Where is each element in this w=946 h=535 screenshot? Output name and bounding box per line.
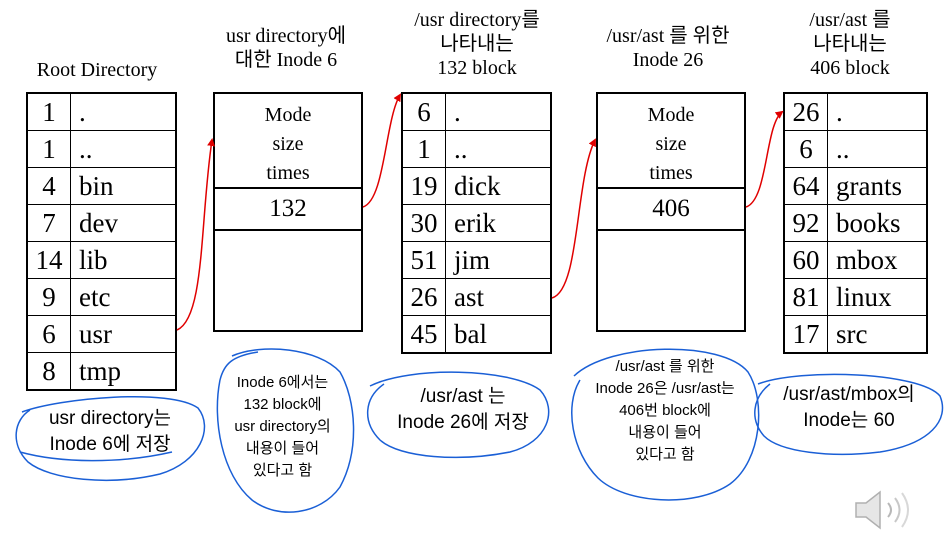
usr-block-inode-number: 26 bbox=[401, 278, 446, 316]
annotation-circle-4 bbox=[571, 348, 760, 501]
usr-block-row: 6. bbox=[401, 92, 552, 131]
root-directory-inode-number: 7 bbox=[26, 204, 71, 242]
note-inode-6-points-block-132: Inode 6에서는 132 block에 usr directory의 내용이… bbox=[234, 374, 331, 479]
usr-block-entry-name: .. bbox=[445, 130, 552, 168]
usr-block-entry-name: ast bbox=[445, 278, 552, 316]
root-directory-inode-number: 9 bbox=[26, 278, 71, 316]
inode-26-metadata: Mode size times bbox=[598, 94, 744, 189]
inode-6-box: Mode size times 132 bbox=[213, 92, 363, 332]
speaker-icon[interactable] bbox=[852, 488, 918, 532]
annotation-circle-5 bbox=[754, 373, 944, 456]
root-directory-row: 1.. bbox=[26, 130, 177, 168]
ast-block-entry-name: .. bbox=[827, 130, 928, 168]
root-directory-entry-name: bin bbox=[70, 167, 177, 205]
title-root-directory: Root Directory bbox=[36, 59, 158, 81]
ast-block-entry-name: src bbox=[827, 315, 928, 354]
ast-block-inode-number: 92 bbox=[783, 204, 828, 242]
ast-block-row: 26. bbox=[783, 92, 928, 131]
root-directory-entry-name: . bbox=[70, 92, 177, 131]
annotation-circle-1 bbox=[15, 396, 206, 481]
ast-block-inode-number: 64 bbox=[783, 167, 828, 205]
root-directory-inode-number: 6 bbox=[26, 315, 71, 353]
usr-block-entry-name: bal bbox=[445, 315, 552, 354]
arrow-ast-to-inode-26 bbox=[551, 138, 596, 299]
inode-26-box: Mode size times 406 bbox=[596, 92, 746, 332]
annotation-circle-3 bbox=[366, 371, 550, 459]
note-usr-in-inode-6: usr directory는 Inode 6에 저장 bbox=[48, 408, 171, 455]
usr-block-inode-number: 45 bbox=[401, 315, 446, 354]
root-directory-entry-name: lib bbox=[70, 241, 177, 279]
root-directory-entry-name: dev bbox=[70, 204, 177, 242]
title-usr-block: /usr directory를 나타내는 132 block bbox=[414, 9, 540, 79]
annotation-circle-2 bbox=[216, 348, 355, 513]
usr-block-entry-name: jim bbox=[445, 241, 552, 279]
ast-block-entry-name: mbox bbox=[827, 241, 928, 279]
root-directory-entry-name: etc bbox=[70, 278, 177, 316]
title-ast-block: /usr/ast 를 나타내는 406 block bbox=[809, 9, 891, 79]
ast-block-entry-name: books bbox=[827, 204, 928, 242]
note-mbox-inode-60: /usr/ast/mbox의 Inode는 60 bbox=[783, 384, 915, 431]
root-directory-entry-name: tmp bbox=[70, 352, 177, 391]
title-ast-inode: /usr/ast 를 위한 Inode 26 bbox=[606, 25, 730, 71]
inode-6-block-pointer: 132 bbox=[215, 189, 361, 231]
ast-block-entry-name: . bbox=[827, 92, 928, 131]
root-directory-entry-name: usr bbox=[70, 315, 177, 353]
inode-26-block-pointer: 406 bbox=[598, 189, 744, 231]
root-directory-inode-number: 8 bbox=[26, 352, 71, 391]
note-ast-in-inode-26: /usr/ast 는 Inode 26에 저장 bbox=[397, 386, 529, 433]
inode-6-metadata: Mode size times bbox=[215, 94, 361, 189]
title-usr-inode: usr directory에 대한 Inode 6 bbox=[225, 25, 347, 71]
usr-block-entry-name: dick bbox=[445, 167, 552, 205]
ast-block-entry-name: linux bbox=[827, 278, 928, 316]
ast-block-row: 6.. bbox=[783, 130, 928, 168]
arrow-usr-to-inode-6 bbox=[176, 138, 216, 331]
root-directory-row: 1. bbox=[26, 92, 177, 131]
root-directory-inode-number: 1 bbox=[26, 130, 71, 168]
arrow-inode-6-to-block-132 bbox=[362, 93, 402, 208]
usr-block-entry-name: . bbox=[445, 92, 552, 131]
root-directory-inode-number: 14 bbox=[26, 241, 71, 279]
ast-block-inode-number: 81 bbox=[783, 278, 828, 316]
root-directory-entry-name: .. bbox=[70, 130, 177, 168]
ast-block-entry-name: grants bbox=[827, 167, 928, 205]
usr-block-row: 1.. bbox=[401, 130, 552, 168]
root-directory-inode-number: 1 bbox=[26, 92, 71, 131]
annotation-underline-1 bbox=[19, 451, 173, 462]
arrow-inode-26-to-block-406 bbox=[745, 110, 784, 208]
note-inode-26-points-block-406: /usr/ast 를 위한 Inode 26은 /usr/ast는 406번 b… bbox=[595, 358, 735, 463]
